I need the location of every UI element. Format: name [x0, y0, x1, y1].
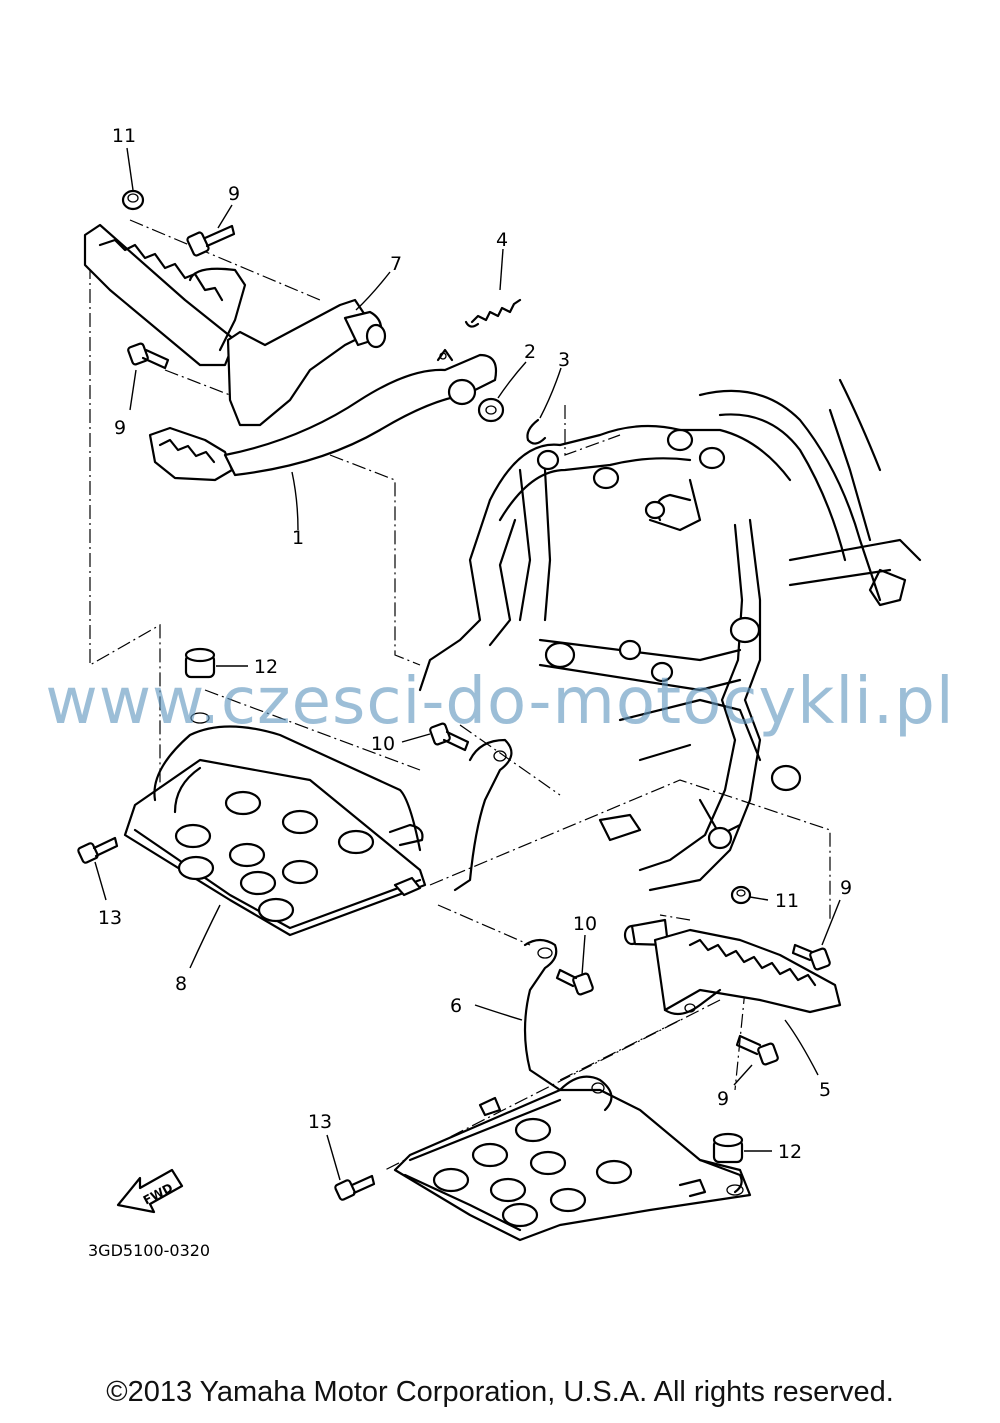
- callout-8: 8: [175, 973, 187, 995]
- callout-4: 4: [496, 229, 508, 251]
- bolt-9-lower[interactable]: [735, 1034, 779, 1066]
- footrest-plate-part-6[interactable]: [393, 938, 752, 1242]
- callout-1: 1: [292, 527, 304, 549]
- callout-13-upper: 13: [98, 907, 122, 929]
- footrest-plate-part-8[interactable]: [123, 725, 513, 937]
- damper-12-lower[interactable]: [712, 1132, 744, 1164]
- callout-10-lower: 10: [573, 913, 597, 935]
- callout-2: 2: [524, 341, 536, 363]
- frame-assembly: [418, 378, 922, 892]
- nut-11-lower[interactable]: [730, 885, 752, 905]
- footrest-left-part-7[interactable]: [83, 223, 387, 427]
- callout-11-lower: 11: [775, 890, 799, 912]
- callout-6: 6: [450, 995, 462, 1017]
- bolt-9-left[interactable]: [127, 342, 170, 370]
- nut-11-upper[interactable]: [121, 189, 145, 211]
- bolt-10-lower[interactable]: [555, 968, 594, 996]
- footrest-right-part-5[interactable]: [623, 918, 842, 1016]
- spring-part-4[interactable]: [464, 298, 522, 328]
- callout-12-lower: 12: [778, 1141, 802, 1163]
- callout-9-left: 9: [114, 417, 126, 439]
- callout-3: 3: [558, 349, 570, 371]
- callout-13-lower: 13: [308, 1111, 332, 1133]
- fwd-arrow-icon: FWD: [116, 1168, 184, 1214]
- callout-9-right: 9: [840, 877, 852, 899]
- callout-10-upper: 10: [371, 733, 395, 755]
- bolt-13-upper[interactable]: [77, 836, 119, 864]
- washer-part-2[interactable]: [477, 397, 505, 423]
- callout-12-upper: 12: [254, 656, 278, 678]
- brake-pedal-part-1[interactable]: [148, 348, 498, 482]
- bolt-13-lower[interactable]: [334, 1174, 376, 1201]
- callout-7: 7: [390, 253, 402, 275]
- callout-11-upper: 11: [112, 125, 136, 147]
- damper-12-upper[interactable]: [184, 647, 216, 724]
- diagram-code: 3GD5100-0320: [88, 1241, 210, 1260]
- copyright-notice: ©2013 Yamaha Motor Corporation, U.S.A. A…: [106, 1376, 894, 1408]
- bolt-9-upper[interactable]: [186, 224, 236, 257]
- callout-labels: 11 9 7 4 2 3 9 1 12 10 13 8 11 9 10 6 9 …: [98, 125, 852, 1163]
- callout-9-lower: 9: [717, 1088, 729, 1110]
- callout-9-upper: 9: [228, 183, 240, 205]
- assembly-guide-lines: [89, 219, 831, 1171]
- callout-leader-lines: [94, 147, 841, 1181]
- callout-5: 5: [819, 1079, 831, 1101]
- clip-part-3[interactable]: [526, 418, 547, 445]
- bolt-9-right[interactable]: [791, 943, 831, 971]
- bolt-10-upper[interactable]: [429, 722, 470, 752]
